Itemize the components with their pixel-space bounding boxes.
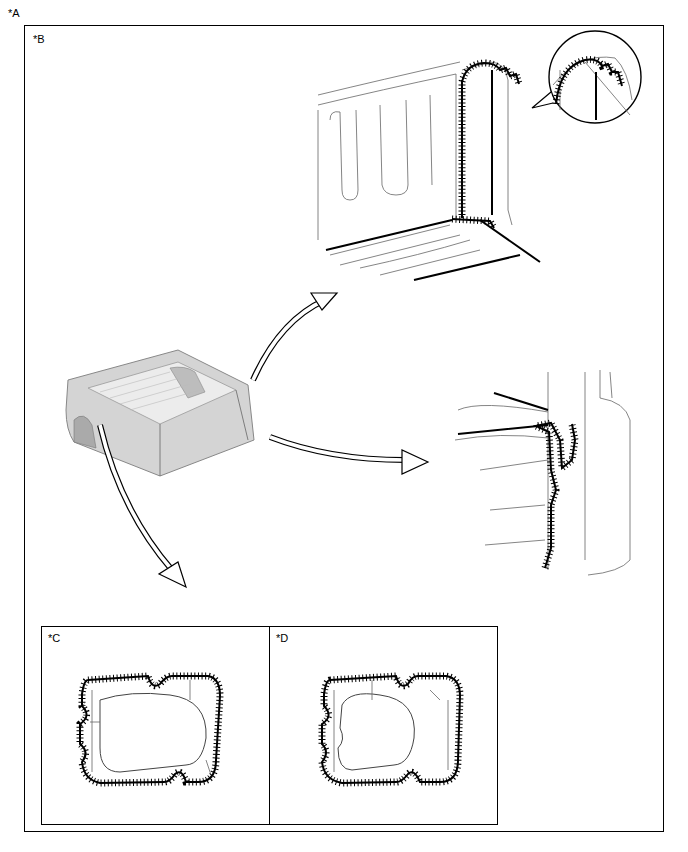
tailgate-view [318, 31, 641, 280]
view-label: *D [276, 632, 288, 645]
view-label: *C [48, 632, 60, 645]
detail-panel: *D [269, 626, 498, 825]
corner-view [455, 370, 630, 575]
view-label: *A [8, 7, 20, 20]
detail-panel: *C [41, 626, 270, 825]
view-label: *B [33, 33, 45, 46]
view-arrow [100, 293, 428, 587]
opening-view [80, 676, 460, 783]
truck-bed [66, 350, 254, 476]
figure-frame: *A*C*D [24, 25, 664, 832]
